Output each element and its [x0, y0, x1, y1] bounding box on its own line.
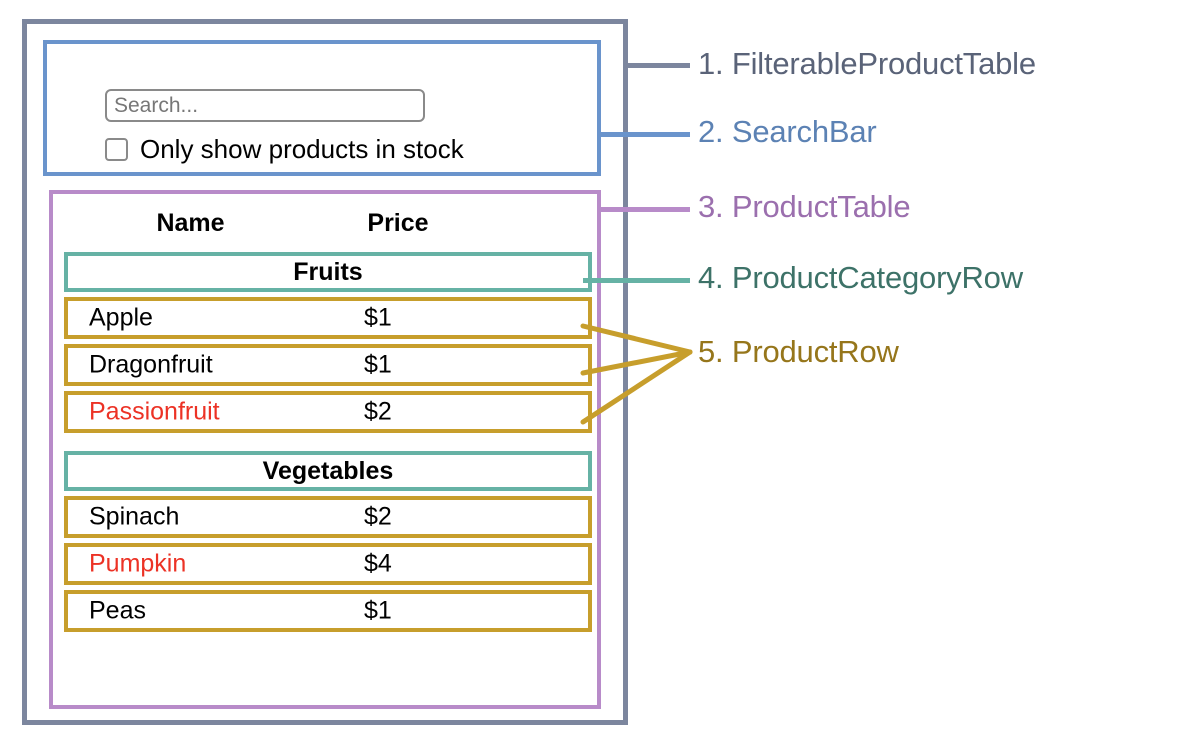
group-separator — [64, 438, 592, 451]
product-row: Passionfruit $2 — [64, 391, 592, 433]
product-category-row: Fruits — [64, 252, 592, 292]
product-row: Pumpkin $4 — [64, 543, 592, 585]
connector-line-product-category-row — [583, 278, 690, 283]
product-price: $1 — [364, 596, 392, 625]
in-stock-filter-row[interactable]: Only show products in stock — [105, 136, 464, 162]
product-price: $1 — [364, 303, 392, 332]
product-table-header: Name Price — [53, 204, 597, 246]
in-stock-checkbox-label: Only show products in stock — [140, 134, 464, 164]
product-price: $1 — [364, 350, 392, 379]
product-category-label: Fruits — [293, 257, 363, 286]
search-bar-container: Search... Only show products in stock — [43, 40, 601, 176]
product-name: Apple — [89, 303, 153, 332]
annotation-label-filterable-product-table: 1. FilterableProductTable — [698, 46, 1036, 81]
product-name: Pumpkin — [89, 549, 187, 578]
column-header-name: Name — [156, 209, 225, 237]
annotation-label-product-table: 3. ProductTable — [698, 189, 911, 224]
annotation-label-product-category-row: 4. ProductCategoryRow — [698, 260, 1023, 295]
connector-line-search-bar — [600, 132, 690, 137]
connector-line-product-table — [600, 207, 690, 212]
product-row: Peas $1 — [64, 590, 592, 632]
product-name: Dragonfruit — [89, 350, 213, 379]
product-price: $2 — [364, 397, 392, 426]
annotation-label-product-row: 5. ProductRow — [698, 334, 899, 369]
product-price: $4 — [364, 549, 392, 578]
search-input[interactable]: Search... — [105, 89, 425, 122]
annotation-label-search-bar: 2. SearchBar — [698, 114, 877, 149]
product-category-row: Vegetables — [64, 451, 592, 491]
product-price: $2 — [364, 502, 392, 531]
product-row: Spinach $2 — [64, 496, 592, 538]
column-header-price: Price — [367, 209, 429, 237]
product-name: Passionfruit — [89, 397, 220, 426]
connector-line-filterable-product-table — [623, 63, 690, 68]
product-row: Dragonfruit $1 — [64, 344, 592, 386]
product-name: Peas — [89, 596, 146, 625]
filterable-product-table-container: Search... Only show products in stock Na… — [22, 19, 628, 725]
connector-fan-product-row — [580, 323, 693, 425]
product-table-container: Name Price Fruits Apple $1 Dragonfruit $… — [49, 190, 601, 709]
product-category-label: Vegetables — [262, 456, 394, 485]
product-name: Spinach — [89, 502, 180, 531]
product-rows-region: Fruits Apple $1 Dragonfruit $1 Passionfr… — [64, 252, 592, 637]
product-row: Apple $1 — [64, 297, 592, 339]
checkbox-unchecked-icon[interactable] — [105, 137, 128, 161]
